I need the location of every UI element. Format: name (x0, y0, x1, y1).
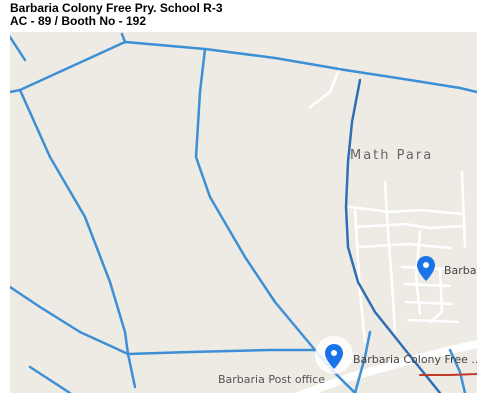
blue-road (194, 47, 317, 352)
white-road (383, 180, 397, 334)
white-road (308, 65, 342, 109)
place-marker-barba[interactable] (417, 256, 435, 281)
school-title: Barbaria Colony Free Pry. School R-3 (10, 1, 223, 15)
white-road (460, 170, 467, 249)
blue-road (10, 40, 477, 94)
red-road (419, 373, 477, 376)
map-land (10, 32, 477, 393)
blue-road (120, 32, 127, 44)
map-view[interactable]: Math Para Barba Barbaria Colony Free .. … (10, 32, 477, 393)
blue-road (126, 352, 137, 389)
blue-road (10, 285, 130, 356)
dark-blue-road (344, 78, 442, 393)
white-roads (308, 65, 467, 344)
main-highway (294, 340, 477, 393)
map-pin-dot (423, 262, 429, 268)
white-road (353, 222, 467, 230)
white-road (404, 300, 454, 306)
white-road (403, 282, 452, 288)
map-pin-icon (417, 256, 435, 281)
white-road (353, 208, 367, 344)
map-pin-dot (331, 350, 337, 356)
post-office-label: Barbaria Post office (218, 373, 325, 386)
map-pin-icon (325, 344, 343, 369)
blue-road (353, 330, 372, 393)
school-label: Barbaria Colony Free .. (353, 353, 477, 366)
blue-road (18, 88, 130, 356)
map-header: Barbaria Colony Free Pry. School R-3 AC … (10, 2, 223, 28)
place-label-barba: Barba (444, 264, 477, 277)
area-label-math-para: Math Para (350, 148, 433, 163)
white-road (428, 268, 444, 324)
blue-road (28, 365, 72, 393)
blue-road (10, 35, 27, 62)
booth-subtitle: AC - 89 / Booth No - 192 (10, 14, 147, 28)
blue-road (448, 348, 467, 393)
white-road (348, 205, 464, 216)
white-road (406, 318, 460, 324)
blue-road (126, 348, 317, 356)
school-marker[interactable] (325, 344, 343, 369)
white-road (358, 242, 452, 250)
